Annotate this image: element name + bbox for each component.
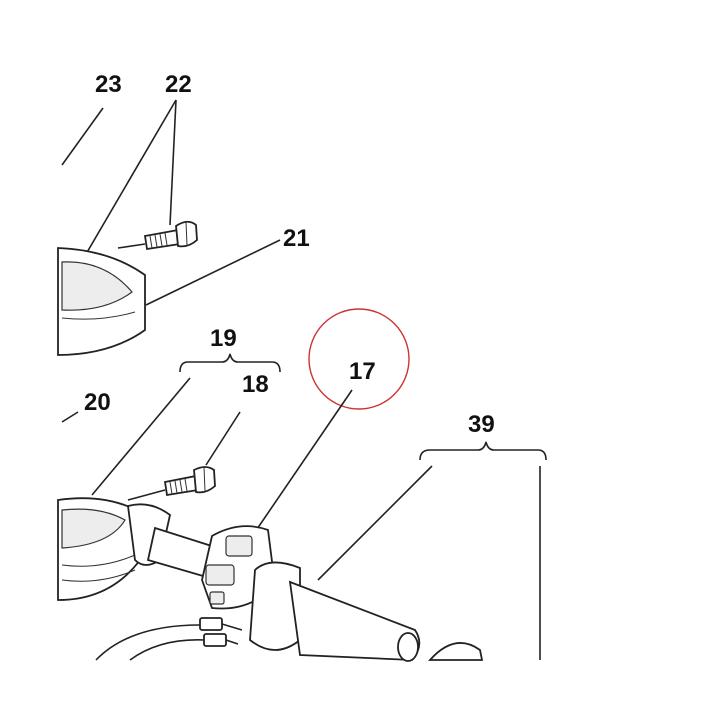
clamp-ring-21 [57,247,146,356]
screw-shaft [163,474,200,497]
callout-21[interactable]: 21 [145,225,310,306]
leader-line-17 [254,389,353,533]
callout-18[interactable]: 18 [205,371,269,466]
leader-line-22b [169,99,177,226]
leader-line-39a [317,465,433,581]
callout-label-23: 23 [95,71,122,98]
callout-label-39: 39 [468,411,495,438]
throttle-cables [95,617,243,661]
leader-line-20 [61,411,79,423]
cable-adjuster-b [203,633,227,647]
bar-end-weight [427,642,484,661]
callout-label-19: 19 [210,325,237,352]
leader-line-23 [61,107,104,166]
switch-button-top [225,535,253,557]
cable-a [95,624,201,661]
callout-20[interactable]: 20 [61,389,111,423]
cable-adjuster-a [199,617,223,631]
cable-b [129,639,206,661]
callout-label-20: 20 [84,389,111,416]
callout-39[interactable]: 39 [317,411,547,660]
leader-line-18 [205,411,241,466]
leader-line-21 [145,239,281,306]
callout-label-18: 18 [242,371,269,398]
callout-label-21: 21 [283,225,310,252]
screw-18 [127,466,216,501]
callout-label-17: 17 [349,358,376,385]
bar-end [427,642,484,661]
grip-end [397,632,419,662]
throttle-grip-39 [249,561,421,662]
leader-line-19 [91,377,191,496]
highlight-circle [308,308,410,410]
callout-label-22: 22 [165,71,192,98]
clamp-bore [61,508,126,549]
screw-22 [117,220,198,251]
callout-17[interactable]: 17 [254,358,376,533]
switch-button-mid [205,564,235,586]
bracket-39 [419,441,547,461]
callout-19[interactable]: 19 [91,325,281,496]
switch-button-low [209,591,225,605]
ring-bore [61,261,133,311]
callout-23[interactable]: 23 [61,71,122,166]
bracket-19 [179,353,281,373]
